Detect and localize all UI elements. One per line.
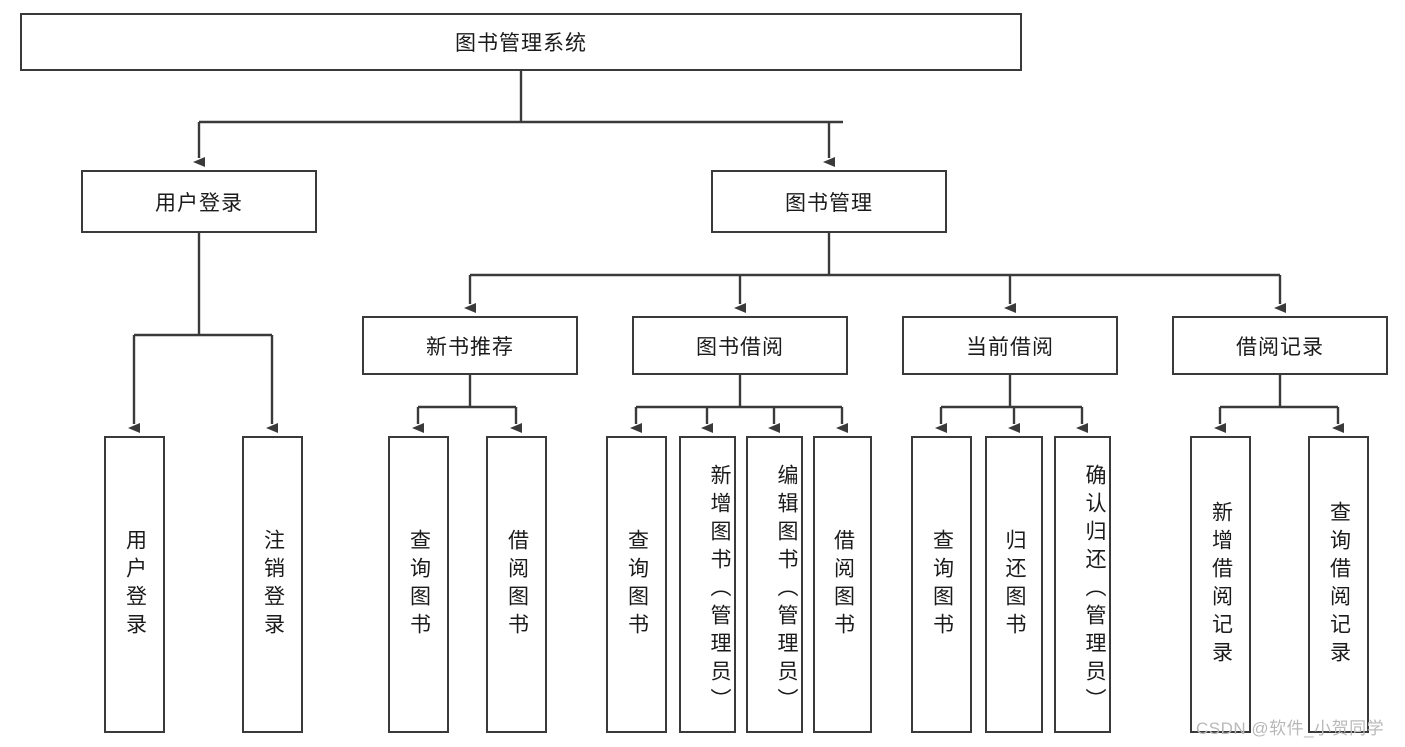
node-book-borrow-label: 图书借阅 xyxy=(696,335,784,359)
leaf-borrow-book-2-label: 借阅图书 xyxy=(831,528,855,641)
node-user-login-label: 用户登录 xyxy=(155,191,243,215)
node-book-borrow[interactable]: 图书借阅 xyxy=(632,316,848,375)
node-book-management-label: 图书管理 xyxy=(785,191,873,215)
leaf-logout-login[interactable]: 注销登录 xyxy=(242,436,303,733)
leaf-user-login-label: 用户登录 xyxy=(123,528,147,641)
leaf-query-book-3-label: 查询图书 xyxy=(930,528,954,641)
leaf-query-book-2-label: 查询图书 xyxy=(625,528,649,641)
leaf-add-book-admin-label: 新增图书（管理员） xyxy=(708,463,731,716)
node-current-borrow-label: 当前借阅 xyxy=(966,335,1054,359)
leaf-return-book[interactable]: 归还图书 xyxy=(985,436,1043,733)
leaf-query-book-2[interactable]: 查询图书 xyxy=(606,436,667,733)
leaf-query-book-3[interactable]: 查询图书 xyxy=(911,436,972,733)
leaf-edit-book-admin[interactable]: 编辑图书（管理员） xyxy=(746,436,803,733)
leaf-query-book-1-label: 查询图书 xyxy=(407,528,431,641)
leaf-query-borrow-record-label: 查询借阅记录 xyxy=(1327,500,1351,669)
leaf-query-borrow-record[interactable]: 查询借阅记录 xyxy=(1308,436,1369,733)
leaf-edit-book-admin-label: 编辑图书（管理员） xyxy=(775,463,798,716)
node-borrow-record-label: 借阅记录 xyxy=(1236,335,1324,359)
node-borrow-record[interactable]: 借阅记录 xyxy=(1172,316,1388,375)
node-root-label: 图书管理系统 xyxy=(455,32,587,55)
node-book-management[interactable]: 图书管理 xyxy=(711,170,947,233)
leaf-query-book-1[interactable]: 查询图书 xyxy=(388,436,449,733)
node-root[interactable]: 图书管理系统 xyxy=(20,13,1022,71)
leaf-user-login[interactable]: 用户登录 xyxy=(104,436,165,733)
leaf-borrow-book-1[interactable]: 借阅图书 xyxy=(486,436,547,733)
leaf-borrow-book-2[interactable]: 借阅图书 xyxy=(813,436,872,733)
csdn-watermark: CSDN @软件_小贺同学 xyxy=(1196,719,1385,738)
leaf-borrow-book-1-label: 借阅图书 xyxy=(505,528,529,641)
node-new-book-recommend[interactable]: 新书推荐 xyxy=(362,316,578,375)
leaf-return-book-label: 归还图书 xyxy=(1003,528,1026,641)
node-user-login[interactable]: 用户登录 xyxy=(81,170,317,233)
leaf-add-borrow-record[interactable]: 新增借阅记录 xyxy=(1190,436,1251,733)
node-current-borrow[interactable]: 当前借阅 xyxy=(902,316,1118,375)
node-new-book-recommend-label: 新书推荐 xyxy=(426,335,514,359)
leaf-add-book-admin[interactable]: 新增图书（管理员） xyxy=(679,436,736,733)
leaf-confirm-return-admin[interactable]: 确认归还（管理员） xyxy=(1054,436,1111,733)
leaf-confirm-return-admin-label: 确认归还（管理员） xyxy=(1083,463,1106,716)
leaf-add-borrow-record-label: 新增借阅记录 xyxy=(1209,500,1233,669)
leaf-logout-login-label: 注销登录 xyxy=(261,528,285,641)
